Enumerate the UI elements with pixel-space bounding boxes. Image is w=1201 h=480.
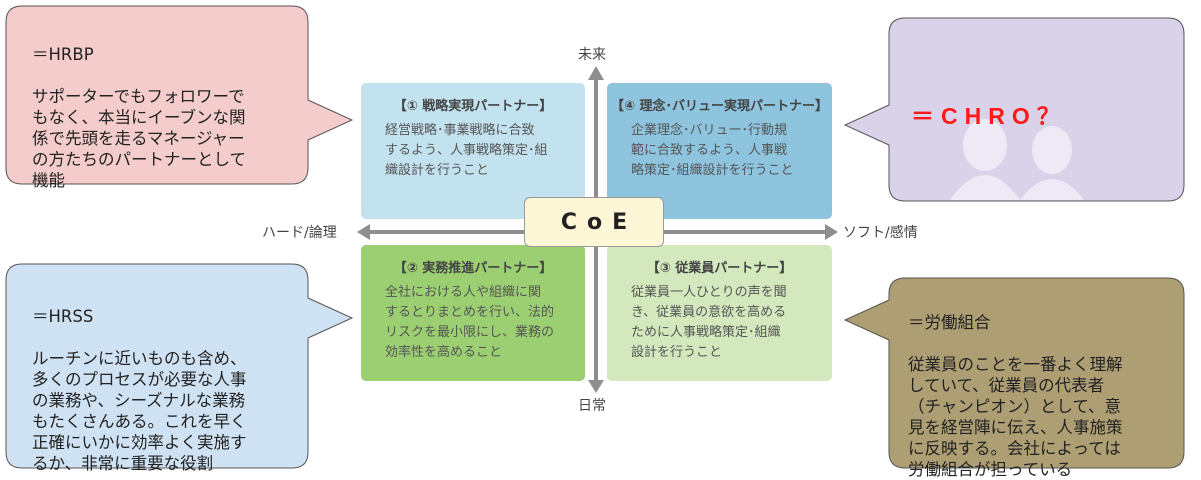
hrss-body: ルーチンに近いものも含め、 多くのプロセスが必要な人事 の業務や、シーズナルな業… bbox=[32, 349, 247, 473]
quadrant-4: 【④ 理念･バリュー実現パートナー】 企業理念･バリュー･行動規 範に合致するよ… bbox=[607, 97, 832, 181]
hrss-callout: ＝HRSS ルーチンに近いものも含め、 多くのプロセスが必要な人事 の業務や、シ… bbox=[32, 285, 302, 474]
axis-label-right: ソフト/感情 bbox=[843, 225, 918, 241]
union-callout: ＝労働組合 従業員のことを一番よく理解 していて、従業員の代表者 （チャンピオン… bbox=[908, 291, 1178, 480]
hrbp-callout: ＝HRBP サポーターでもフォロワーで もなく、本当にイーブンな関 係で先頭を走… bbox=[32, 23, 302, 191]
hrss-heading: ＝HRSS bbox=[32, 307, 94, 326]
quadrant-3-title: 【③ 従業員パートナー】 bbox=[646, 261, 793, 276]
axis-arrow-up-icon bbox=[588, 66, 604, 80]
quadrant-2-body: 全社における人や組織に関 するとりまとめを行い、法的 リスクを最小限にし、業務の… bbox=[385, 285, 555, 360]
hrbp-callout-bubble bbox=[5, 5, 354, 185]
coe-center-box: CoE bbox=[524, 197, 664, 247]
axis-arrow-right-icon bbox=[825, 224, 838, 240]
quadrant-2-title: 【② 実務推進パートナー】 bbox=[393, 261, 553, 276]
axis-label-top: 未来 bbox=[578, 47, 606, 63]
hrbp-body: サポーターでもフォロワーで もなく、本当にイーブンな関 係で先頭を走るマネージャ… bbox=[32, 87, 247, 190]
quadrant-3: 【③ 従業員パートナー】 従業員一人ひとりの声を聞 き、従業員の意欲を高める た… bbox=[607, 259, 832, 363]
quadrant-4-box bbox=[607, 83, 832, 219]
axis-label-bottom: 日常 bbox=[578, 398, 606, 414]
quadrant-3-body: 従業員一人ひとりの声を聞 き、従業員の意欲を高める ために人事戦略策定･組織 設… bbox=[631, 285, 787, 360]
quadrant-4-body: 企業理念･バリュー･行動規 範に合致するよう、人事戦 略策定･組織設計を行うこと bbox=[631, 123, 794, 178]
hrss-callout-bubble bbox=[5, 263, 354, 469]
chro-callout-bubble bbox=[843, 17, 1185, 202]
quadrant-4-title: 【④ 理念･バリュー実現パートナー】 bbox=[610, 99, 829, 114]
quadrant-1: 【① 戦略実現パートナー】 経営戦略･事業戦略に合致 するよう、人事戦略策定･組… bbox=[361, 97, 585, 181]
quadrant-1-title: 【① 戦略実現パートナー】 bbox=[393, 99, 553, 114]
quadrant-2-box bbox=[361, 245, 585, 381]
quadrant-2: 【② 実務推進パートナー】 全社における人や組織に関 するとりまとめを行い、法的… bbox=[361, 259, 585, 363]
quadrant-1-body: 経営戦略･事業戦略に合致 するよう、人事戦略策定･組 織設計を行うこと bbox=[385, 123, 548, 178]
union-callout-bubble bbox=[843, 277, 1185, 469]
axis-arrow-down-icon bbox=[588, 380, 604, 393]
union-heading: ＝労働組合 bbox=[908, 313, 991, 332]
quadrant-3-box bbox=[607, 245, 832, 381]
axis-label-left: ハード/論理 bbox=[262, 225, 337, 241]
hrbp-heading: ＝HRBP bbox=[32, 45, 94, 64]
coe-label: CoE bbox=[560, 209, 638, 235]
chro-heading: ＝CHRO？ bbox=[911, 103, 1067, 129]
chro-ghost-figure-icon bbox=[950, 119, 1084, 200]
union-body: 従業員のことを一番よく理解 していて、従業員の代表者 （チャンピオン）として、意… bbox=[908, 355, 1123, 479]
quadrant-1-box bbox=[361, 83, 585, 219]
axis-arrow-left-icon bbox=[357, 224, 370, 240]
